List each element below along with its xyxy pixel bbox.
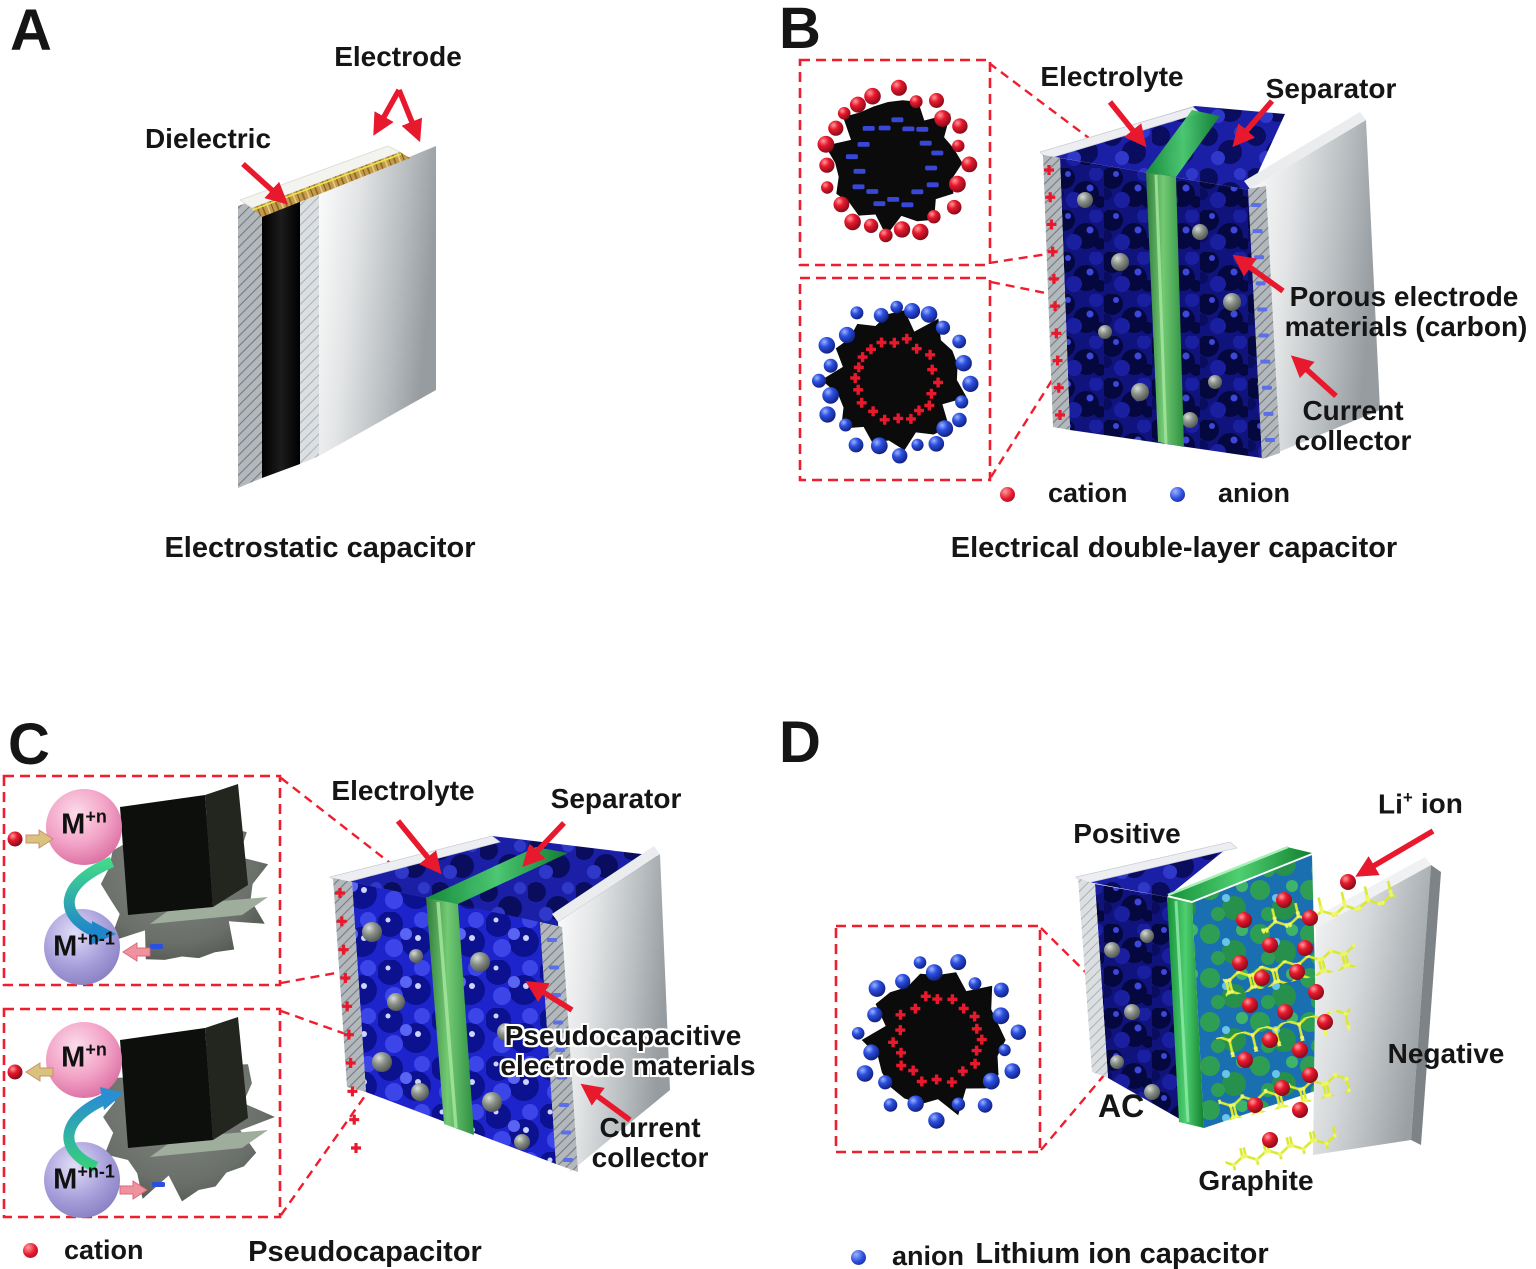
label-current-c-1: Current (599, 1112, 701, 1143)
anion-dot (1170, 487, 1185, 502)
label-separator-b: Separator (1265, 73, 1397, 104)
panel-d-letter: D (779, 710, 821, 775)
label-electrolyte-c: Electrolyte (331, 775, 475, 806)
caption-lic: Lithium ion capacitor (975, 1238, 1269, 1269)
negative-charge-column (1251, 203, 1275, 442)
label-negative: Negative (1387, 1038, 1505, 1069)
carbon-particle-anion-layer (812, 300, 979, 464)
label-li-ion: Li+ion (1378, 788, 1463, 820)
ac-bumps (1104, 929, 1160, 1100)
lithium-ion-spheres (1232, 874, 1356, 1148)
positive-charge-column (335, 888, 361, 1153)
ion-label-reduced-1: M+n-1 (53, 928, 115, 963)
porous-bumps (1077, 192, 1241, 428)
legend-cation-b: cation (1048, 478, 1128, 508)
pseudo-bumps (362, 922, 530, 1150)
caption-edlc: Electrical double-layer capacitor (950, 532, 1398, 564)
anion-dot (851, 1250, 866, 1265)
ac-particle-anion-layer (851, 954, 1026, 1129)
negative-charge-column (547, 938, 573, 1162)
ion-label-oxidized-2: M+n (61, 1039, 107, 1074)
label-current-b-1: Current (1302, 395, 1404, 426)
positive-charge-column (1044, 165, 1065, 420)
caption-pseudocapacitor: Pseudocapacitor (248, 1236, 482, 1268)
label-pseudo-2: electrode materials (500, 1050, 756, 1081)
ion-label-oxidized-1: M+n (61, 806, 107, 841)
label-dielectric: Dielectric (144, 123, 272, 154)
cation-dot (23, 1243, 38, 1258)
label-separator-c: Separator (550, 783, 682, 814)
label-positive: Positive (1073, 818, 1181, 849)
label-porous-1: Porous electrode (1289, 281, 1519, 312)
legend-cation-c: cation (64, 1235, 144, 1265)
label-pseudo-1: Pseudocapacitive (504, 1020, 742, 1051)
caption-electrostatic: Electrostatic capacitor (164, 532, 476, 564)
edlc-3d (798, 58, 1380, 482)
ion-label-reduced-2: M+n-1 (53, 1161, 115, 1196)
panel-b-letter: B (779, 0, 821, 61)
legend-anion-b: anion (1218, 478, 1290, 508)
redox-particle-2 (7, 1017, 275, 1218)
label-current-b-2: collector (1294, 425, 1412, 456)
legend-anion-d: anion (892, 1241, 964, 1269)
panel-a-letter: A (10, 0, 52, 63)
lithium-ion-capacitor-3d (834, 828, 1441, 1172)
redox-particle-1 (7, 784, 269, 985)
pseudocapacitor-3d (2, 774, 670, 1219)
electrostatic-capacitor-3d (238, 88, 436, 488)
label-electrode: Electrode (334, 41, 462, 72)
label-electrolyte-b: Electrolyte (1040, 61, 1184, 92)
panel-c-letter: C (8, 712, 50, 777)
label-porous-2: materials (carbon) (1284, 311, 1528, 342)
label-ac: AC (1098, 1088, 1145, 1124)
cation-dot (1000, 487, 1015, 502)
label-graphite: Graphite (1198, 1165, 1314, 1196)
carbon-particle-cation-layer (817, 79, 978, 243)
label-current-c-2: collector (591, 1142, 709, 1173)
